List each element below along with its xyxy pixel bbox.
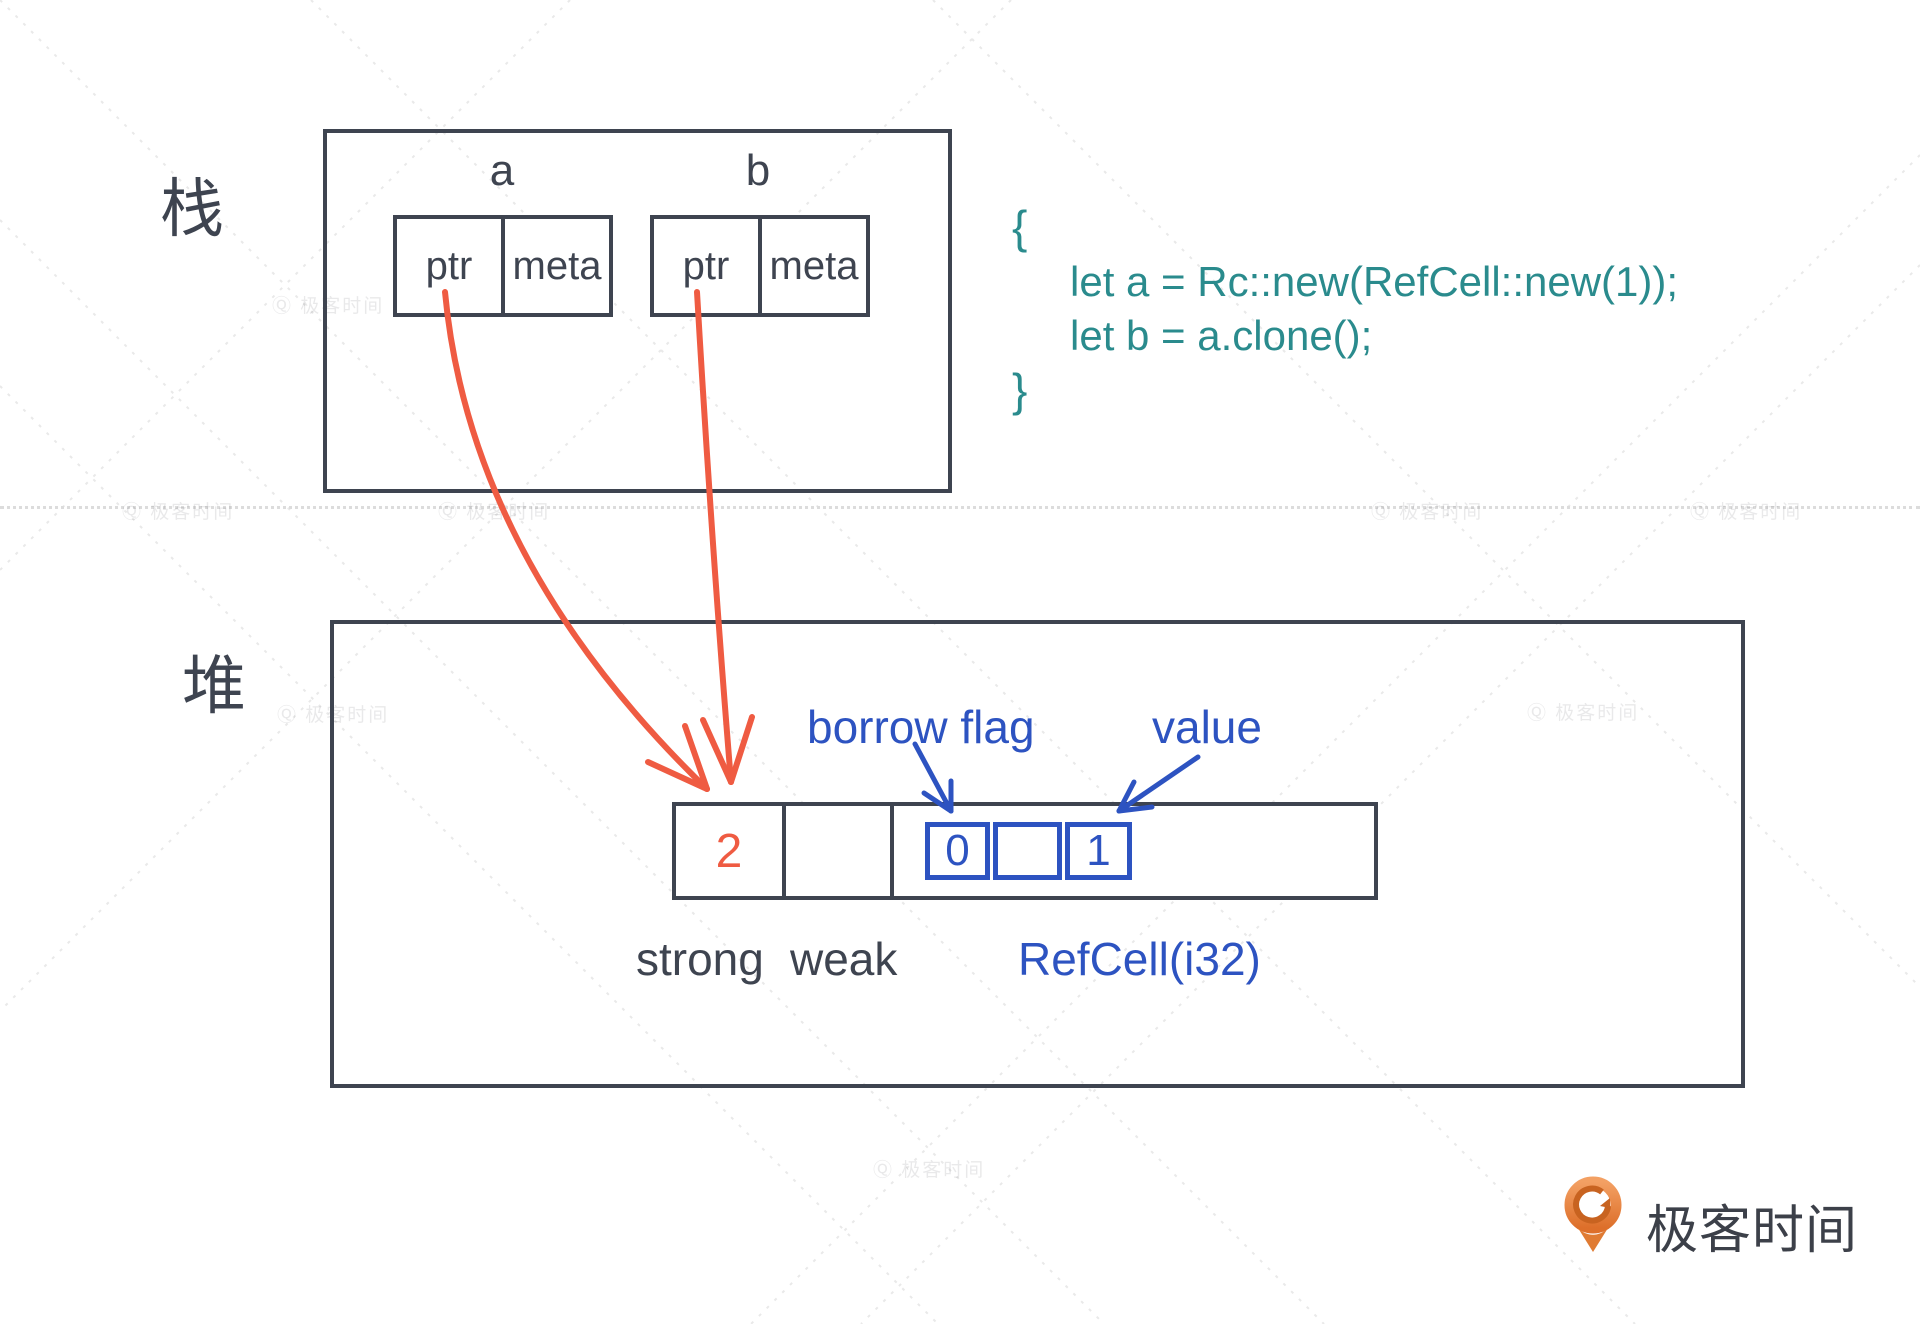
geektime-logo-text: 极客时间 — [1646, 1202, 1859, 1260]
code-line-2: let b = a.clone(); — [1070, 312, 1373, 359]
borrow-flag-cell: 0 — [925, 822, 990, 880]
refcell-middle-cell — [993, 822, 1062, 880]
refcell-payload-cell — [890, 806, 1374, 896]
heap-box — [330, 620, 1745, 1088]
code-close-brace: } — [1012, 364, 1028, 416]
borrow-flag-label: borrow flag — [807, 701, 1035, 753]
var-b-meta-cell: meta — [758, 219, 866, 313]
watermark-stamp: Ⓠ 极客时间 — [1371, 502, 1484, 523]
watermark-stamp: Ⓠ 极客时间 — [873, 1160, 986, 1181]
weak-label: weak — [790, 933, 898, 985]
code-line-1: let a = Rc::new(RefCell::new(1)); — [1070, 258, 1679, 305]
watermark-stamp: Ⓠ 极客时间 — [272, 296, 385, 317]
strong-label: strong — [636, 933, 764, 985]
var-b-label: b — [745, 146, 771, 195]
stack-section-label: 栈 — [160, 173, 224, 245]
value-label: value — [1152, 701, 1262, 753]
var-a-cells: ptr meta — [393, 215, 613, 317]
heap-section-label: 堆 — [182, 650, 246, 722]
watermark-stamp: Ⓠ 极客时间 — [122, 502, 235, 523]
watermark-stamp: Ⓠ 极客时间 — [1527, 703, 1640, 724]
var-b-ptr-cell: ptr — [682, 243, 730, 288]
var-a-label: a — [489, 146, 515, 195]
section-divider-line — [0, 506, 1920, 509]
var-a-meta-cell: meta — [501, 219, 609, 313]
watermark-stamp: Ⓠ 极客时间 — [1690, 502, 1803, 523]
geektime-logo-icon — [1564, 1176, 1622, 1252]
weak-count-cell — [782, 806, 890, 896]
strong-count-cell: 2 — [715, 824, 743, 878]
var-b-cells: ptr meta — [650, 215, 870, 317]
code-open-brace: { — [1012, 201, 1028, 253]
var-a-ptr-cell: ptr — [425, 243, 473, 288]
refcell-value-cell: 1 — [1065, 822, 1132, 880]
watermark-stamp: Ⓠ 极客时间 — [438, 502, 551, 523]
refcell-type-label: RefCell(i32) — [1018, 933, 1261, 985]
